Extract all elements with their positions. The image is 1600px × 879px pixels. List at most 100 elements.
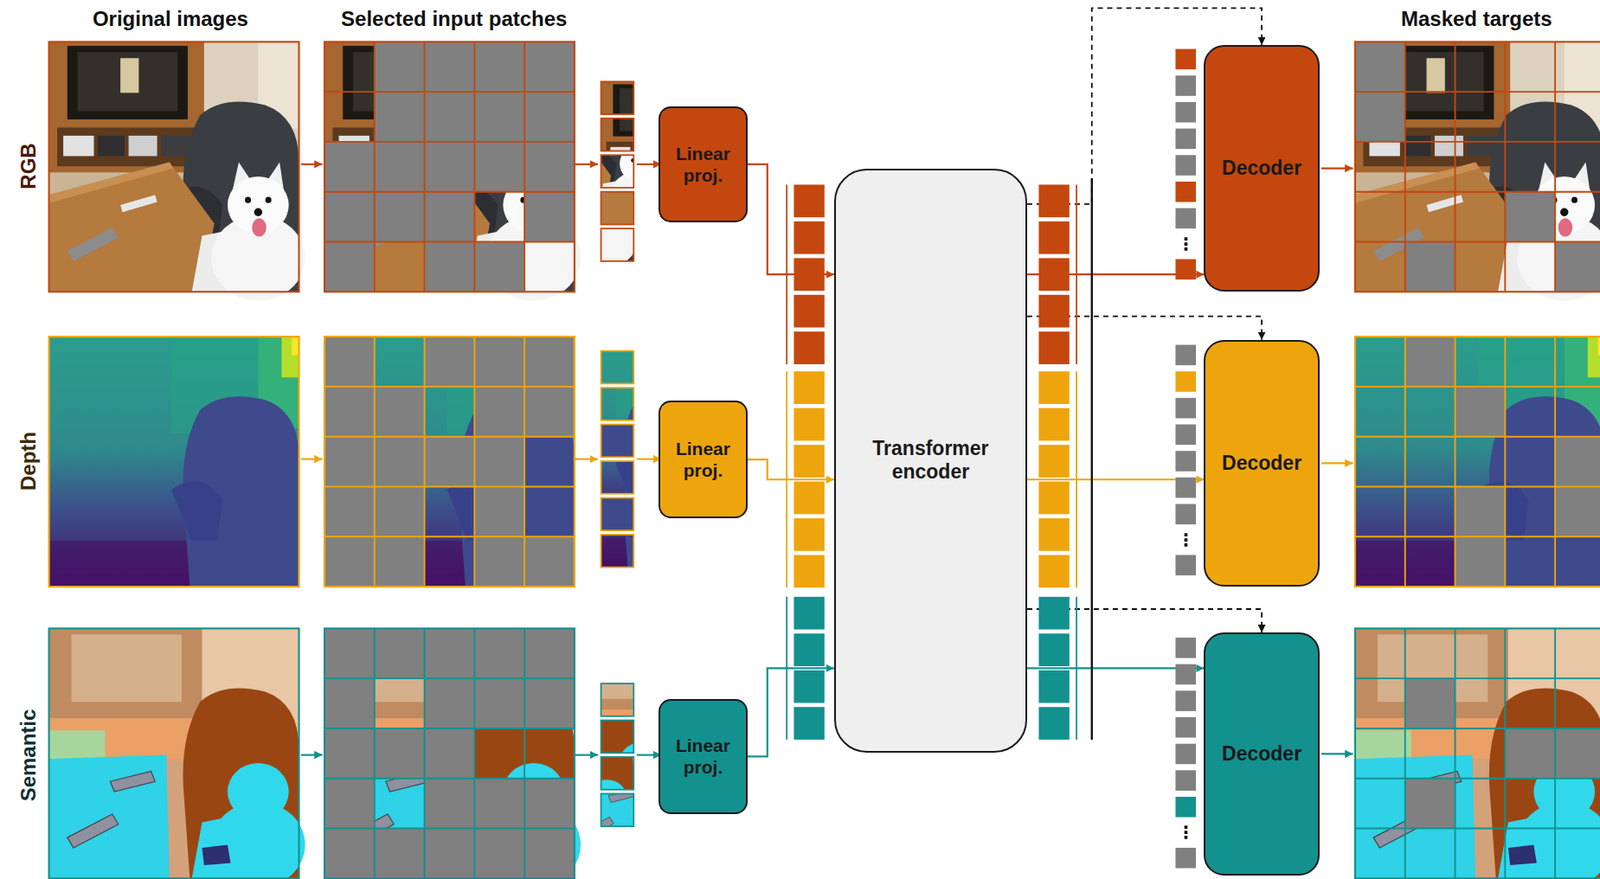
token xyxy=(1038,331,1069,365)
token xyxy=(1038,518,1069,552)
input-patch xyxy=(502,57,670,227)
mask-patch xyxy=(324,141,375,193)
token xyxy=(793,481,824,515)
patch-border xyxy=(601,424,635,458)
mask-patch xyxy=(374,486,425,537)
mask-patch xyxy=(324,828,375,879)
flow-arrow xyxy=(636,458,662,461)
mask-patch xyxy=(474,536,525,587)
mask-patch xyxy=(324,536,375,587)
decoder-token xyxy=(1175,770,1196,791)
mask-patch xyxy=(424,728,476,779)
image-border xyxy=(324,336,575,587)
mask-patch xyxy=(324,728,375,779)
patch-border xyxy=(601,351,635,385)
token xyxy=(1038,481,1069,515)
input-patch xyxy=(470,692,638,862)
decoder-token xyxy=(1175,664,1196,686)
mask-patch xyxy=(424,828,476,879)
column-header: Selected input patches xyxy=(340,7,567,31)
token xyxy=(1038,597,1069,630)
mask-patch xyxy=(424,678,476,729)
grid-line xyxy=(1503,628,1506,879)
scene-image xyxy=(49,628,306,879)
patch-border xyxy=(601,683,635,717)
token-bracket xyxy=(785,371,788,588)
connector xyxy=(747,164,835,275)
input-image xyxy=(324,41,581,302)
flow-arrow xyxy=(1321,167,1354,170)
grid-line xyxy=(324,241,575,244)
token-bracket xyxy=(1075,184,1078,365)
connector xyxy=(747,668,835,757)
flow-arrow xyxy=(301,458,323,461)
mask-patch xyxy=(524,192,575,243)
patch-border xyxy=(601,118,635,152)
mask-patch xyxy=(524,678,575,729)
mask-patch xyxy=(474,91,525,142)
grid-line xyxy=(1503,41,1506,292)
node-label: Linear proj. xyxy=(660,734,746,778)
decoder-token xyxy=(1175,690,1196,712)
mask-patch xyxy=(324,336,375,387)
node-label: Linear proj. xyxy=(660,142,746,187)
flow-arrow xyxy=(573,163,598,166)
mask-patch xyxy=(524,91,575,142)
image-border xyxy=(1355,41,1600,292)
decoder-token xyxy=(1175,181,1196,203)
column-header: Original images xyxy=(92,7,249,31)
flow-arrow xyxy=(301,754,323,757)
mask-patch xyxy=(324,192,375,243)
mask-patch xyxy=(1504,728,1556,779)
mask-patch xyxy=(374,141,425,193)
decoder-token xyxy=(1175,637,1196,659)
grid-line xyxy=(324,727,575,730)
original-image xyxy=(49,628,306,879)
token xyxy=(793,295,824,328)
token xyxy=(1038,706,1069,740)
grid-line xyxy=(1355,191,1600,193)
mask-patch xyxy=(524,41,575,92)
mask-patch xyxy=(524,141,575,193)
decoder-token xyxy=(1175,398,1196,419)
grid-line xyxy=(324,535,575,538)
mask-patch xyxy=(474,386,525,437)
scene-image xyxy=(1355,336,1600,587)
token xyxy=(793,597,824,630)
token xyxy=(793,331,824,365)
mask-patch xyxy=(324,628,375,679)
mask-patch xyxy=(524,778,575,829)
grid-line xyxy=(473,628,476,879)
flow-arrow xyxy=(1321,752,1354,755)
scene-image xyxy=(502,655,670,825)
token xyxy=(1038,670,1069,704)
grid-line xyxy=(424,628,426,879)
row-label: Depth xyxy=(17,431,40,491)
decoder-box: Decoder xyxy=(1203,632,1319,876)
node-label: Decoder xyxy=(1216,451,1307,476)
mask-patch xyxy=(374,436,425,488)
flow-arrow xyxy=(301,163,323,166)
mask-patch xyxy=(524,536,575,587)
token xyxy=(1038,295,1069,328)
grid-line xyxy=(1355,828,1600,830)
decoder-token xyxy=(1175,49,1196,71)
mask-patch xyxy=(324,778,375,829)
token xyxy=(1038,633,1069,667)
token xyxy=(1038,257,1069,291)
token xyxy=(1038,184,1069,218)
token xyxy=(793,633,824,667)
projection-box: Linear proj. xyxy=(658,106,748,223)
scene-image xyxy=(470,692,638,862)
mask-patch xyxy=(424,436,476,488)
mask-patch xyxy=(474,628,525,679)
decoder-token xyxy=(1175,554,1196,576)
ellipsis-mark: ⋮ xyxy=(1176,234,1195,254)
grid-line xyxy=(473,41,476,292)
token-bracket xyxy=(1075,371,1078,588)
decoder-token xyxy=(1175,259,1196,281)
token xyxy=(793,408,824,442)
token xyxy=(1038,554,1069,588)
token-bracket xyxy=(785,184,788,365)
